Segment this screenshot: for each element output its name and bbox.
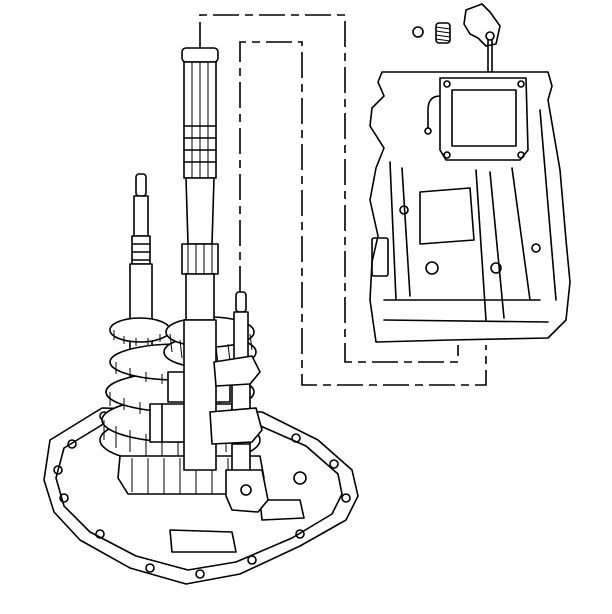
ball-part <box>412 26 424 38</box>
shift-forks <box>209 355 263 445</box>
shift-rail <box>225 291 269 513</box>
transmission-case <box>369 71 571 343</box>
alignment-leader-lines <box>199 14 487 386</box>
input-shaft <box>181 47 219 471</box>
detent-spring-part <box>435 22 451 44</box>
